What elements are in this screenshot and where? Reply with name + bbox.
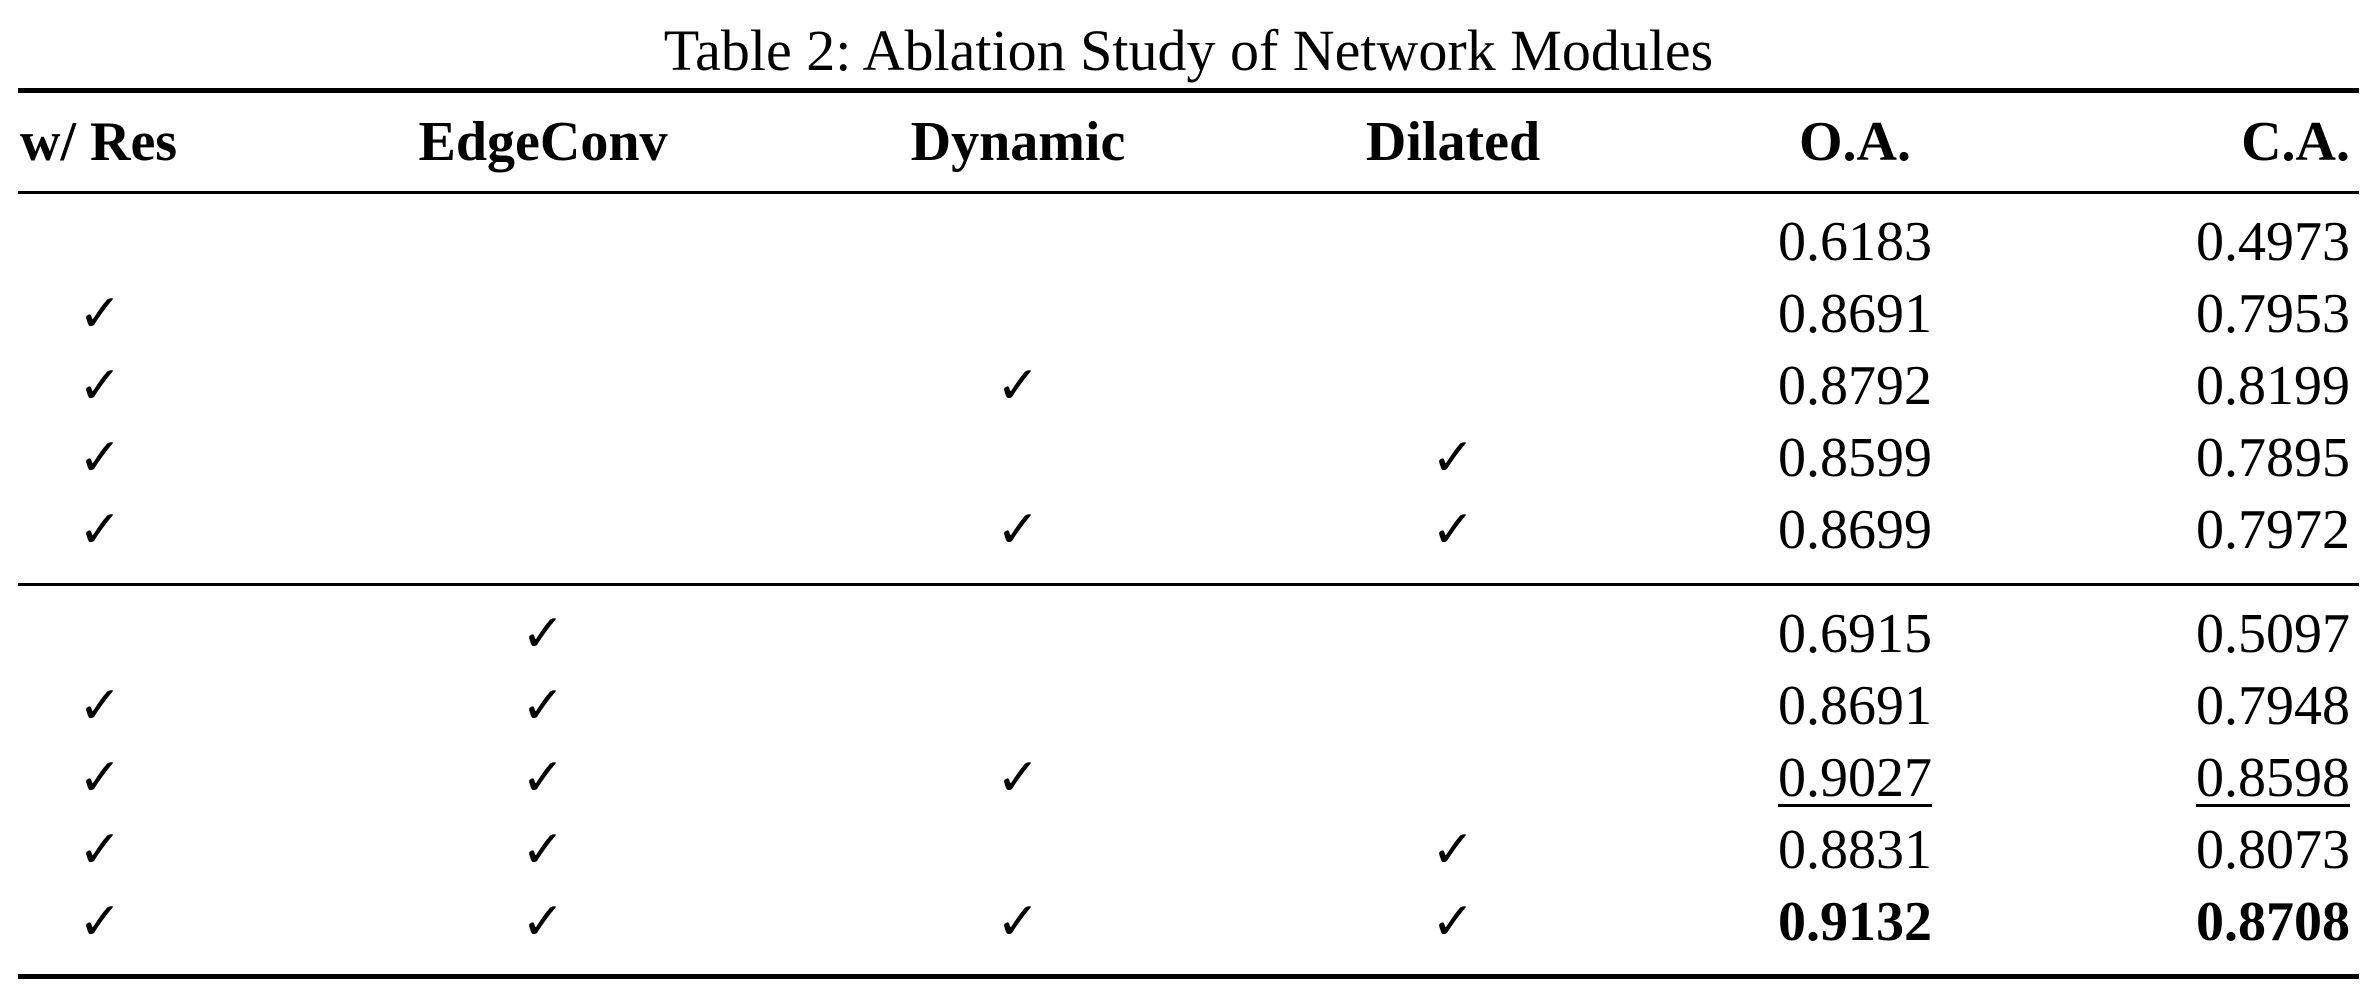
table-row: ✓ ✓ 0.8792 0.8199 bbox=[0, 350, 2377, 422]
header-ca: C.A. bbox=[2241, 111, 2350, 173]
oa-value-second-best: 0.9027 bbox=[1778, 747, 1932, 809]
oa-value: 0.8691 bbox=[1778, 283, 1932, 345]
table-row: ✓ ✓ ✓ 0.9027 0.8598 bbox=[0, 742, 2377, 814]
oa-value: 0.8792 bbox=[1778, 355, 1932, 417]
dynamic-check: ✓ bbox=[996, 748, 1040, 808]
dilated-check: ✓ bbox=[1431, 820, 1475, 880]
bottom-rule bbox=[18, 974, 2359, 979]
dilated-check: ✓ bbox=[1431, 500, 1475, 560]
edgeconv-check: ✓ bbox=[521, 604, 565, 664]
table-row: ✓ ✓ 0.8691 0.7948 bbox=[0, 670, 2377, 742]
edgeconv-check: ✓ bbox=[521, 676, 565, 736]
oa-value-best: 0.9132 bbox=[1778, 891, 1932, 953]
res-check: ✓ bbox=[78, 500, 122, 560]
edgeconv-check: ✓ bbox=[521, 892, 565, 952]
oa-value: 0.6183 bbox=[1778, 211, 1932, 273]
table-row: ✓ 0.8691 0.7953 bbox=[0, 278, 2377, 350]
header-dynamic: Dynamic bbox=[910, 111, 1126, 173]
table-header-row: w/ Res EdgeConv Dynamic Dilated O.A. C.A… bbox=[0, 104, 2377, 180]
res-check: ✓ bbox=[78, 676, 122, 736]
oa-value: 0.6915 bbox=[1778, 603, 1932, 665]
ca-value: 0.7953 bbox=[2196, 283, 2350, 345]
dynamic-check: ✓ bbox=[996, 500, 1040, 560]
res-check: ✓ bbox=[78, 748, 122, 808]
res-check: ✓ bbox=[78, 892, 122, 952]
res-check: ✓ bbox=[78, 284, 122, 344]
table-caption: Table 2: Ablation Study of Network Modul… bbox=[663, 18, 1714, 83]
table-row: ✓ ✓ ✓ 0.8831 0.8073 bbox=[0, 814, 2377, 886]
ca-value: 0.5097 bbox=[2196, 603, 2350, 665]
ca-value: 0.8073 bbox=[2196, 819, 2350, 881]
ca-value-best: 0.8708 bbox=[2196, 891, 2350, 953]
res-check: ✓ bbox=[78, 428, 122, 488]
dynamic-check: ✓ bbox=[996, 356, 1040, 416]
dilated-check: ✓ bbox=[1431, 892, 1475, 952]
edgeconv-check: ✓ bbox=[521, 748, 565, 808]
header-dilated: Dilated bbox=[1365, 111, 1541, 173]
header-edgeconv: EdgeConv bbox=[418, 111, 668, 173]
res-check: ✓ bbox=[78, 356, 122, 416]
table-row: ✓ ✓ ✓ 0.8699 0.7972 bbox=[0, 494, 2377, 566]
header-oa: O.A. bbox=[1799, 111, 1911, 173]
header-res: w/ Res bbox=[20, 111, 178, 173]
oa-value: 0.8691 bbox=[1778, 675, 1932, 737]
ca-value: 0.7948 bbox=[2196, 675, 2350, 737]
ca-value: 0.8199 bbox=[2196, 355, 2350, 417]
oa-value: 0.8599 bbox=[1778, 427, 1932, 489]
top-rule bbox=[18, 88, 2359, 93]
header-rule bbox=[18, 191, 2359, 194]
oa-value: 0.8699 bbox=[1778, 499, 1932, 561]
table-row: ✓ 0.6915 0.5097 bbox=[0, 598, 2377, 670]
dilated-check: ✓ bbox=[1431, 428, 1475, 488]
res-check: ✓ bbox=[78, 820, 122, 880]
table-row: ✓ ✓ 0.8599 0.7895 bbox=[0, 422, 2377, 494]
dynamic-check: ✓ bbox=[996, 892, 1040, 952]
table-row: ✓ ✓ ✓ ✓ 0.9132 0.8708 bbox=[0, 886, 2377, 958]
ca-value-second-best: 0.8598 bbox=[2196, 747, 2350, 809]
edgeconv-check: ✓ bbox=[521, 820, 565, 880]
ca-value: 0.7895 bbox=[2196, 427, 2350, 489]
table-row: 0.6183 0.4973 bbox=[0, 206, 2377, 278]
ca-value: 0.4973 bbox=[2196, 211, 2350, 273]
oa-value: 0.8831 bbox=[1778, 819, 1932, 881]
ca-value: 0.7972 bbox=[2196, 499, 2350, 561]
group-separator-rule bbox=[18, 583, 2359, 586]
